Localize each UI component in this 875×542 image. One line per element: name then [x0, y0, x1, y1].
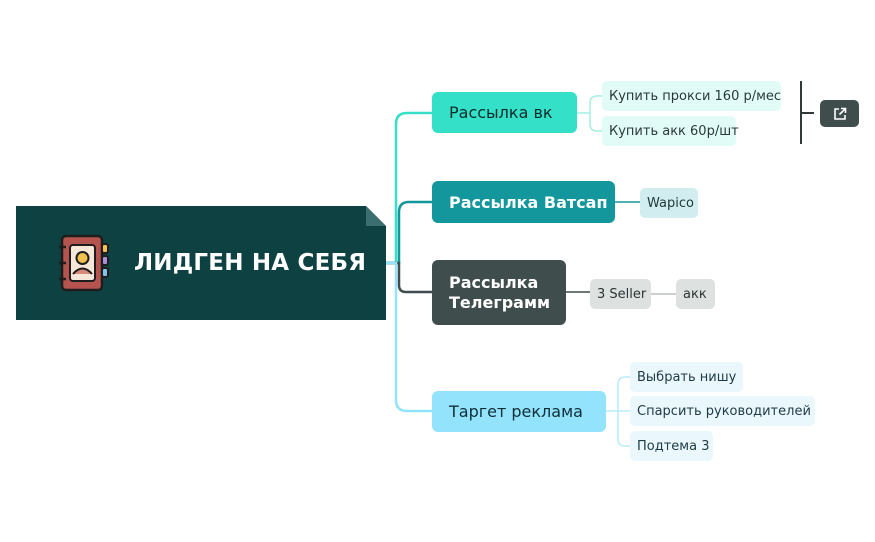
subtopic-choose-niche[interactable]: Выбрать нишу: [630, 362, 743, 392]
branch-telegram-label-line2: Телеграмм: [449, 292, 551, 312]
connector-root-wa: [386, 200, 432, 265]
branch-target-ads[interactable]: Таргет реклама: [432, 391, 606, 432]
summary-link-button[interactable]: [820, 100, 859, 127]
connector-root-vk: [386, 111, 432, 265]
corner-fold-shade: [366, 206, 386, 226]
subtopic-label: Wapico: [647, 195, 694, 211]
root-node[interactable]: ЛИДГЕН НА СЕБЯ: [16, 206, 386, 320]
summary-bracket: [800, 81, 814, 144]
subtopic-wapico[interactable]: Wapico: [640, 188, 698, 218]
subtopic-3-seller[interactable]: 3 Seller: [590, 279, 651, 309]
connector-vk-2: [589, 113, 602, 132]
connector-tr-3: [617, 411, 630, 447]
subtopic-account[interactable]: акк: [676, 279, 715, 309]
branch-whatsapp-label: Рассылка Ватсап: [449, 192, 608, 212]
subtopic-label: Купить прокси 160 р/мес: [609, 88, 782, 104]
subtopic-label: Купить акк 60р/шт: [609, 123, 739, 139]
subtopic-label: Выбрать нишу: [637, 369, 737, 385]
branch-vk-label: Рассылка вк: [449, 103, 553, 122]
branch-whatsapp-mailing[interactable]: Рассылка Ватсап: [432, 181, 615, 223]
external-link-icon: [833, 107, 846, 120]
branch-target-label: Таргет реклама: [449, 402, 583, 421]
subtopic-3[interactable]: Подтема 3: [630, 431, 713, 461]
connector-root-tg: [386, 261, 432, 294]
subtopic-buy-proxy[interactable]: Купить прокси 160 р/мес: [602, 81, 781, 111]
subtopic-parse-managers[interactable]: Спарсить руководителей: [630, 396, 815, 426]
connector-tr-1: [606, 376, 630, 412]
address-book-icon: [59, 234, 109, 292]
subtopic-label: 3 Seller: [597, 286, 647, 302]
subtopic-label: акк: [683, 286, 707, 302]
branch-telegram-label: Рассылка Телеграмм: [449, 273, 550, 313]
connector-vk-1: [577, 95, 602, 114]
subtopic-buy-account[interactable]: Купить акк 60р/шт: [602, 116, 739, 146]
branch-vk-mailing[interactable]: Рассылка вк: [432, 92, 577, 133]
branch-telegram-mailing[interactable]: Рассылка Телеграмм: [432, 260, 566, 325]
branch-telegram-label-line1: Рассылка: [449, 272, 539, 292]
connector-root-tr: [386, 261, 432, 413]
root-label: ЛИДГЕН НА СЕБЯ: [134, 250, 367, 276]
subtopic-label: Подтема 3: [637, 438, 710, 454]
subtopic-label: Спарсить руководителей: [637, 403, 811, 419]
